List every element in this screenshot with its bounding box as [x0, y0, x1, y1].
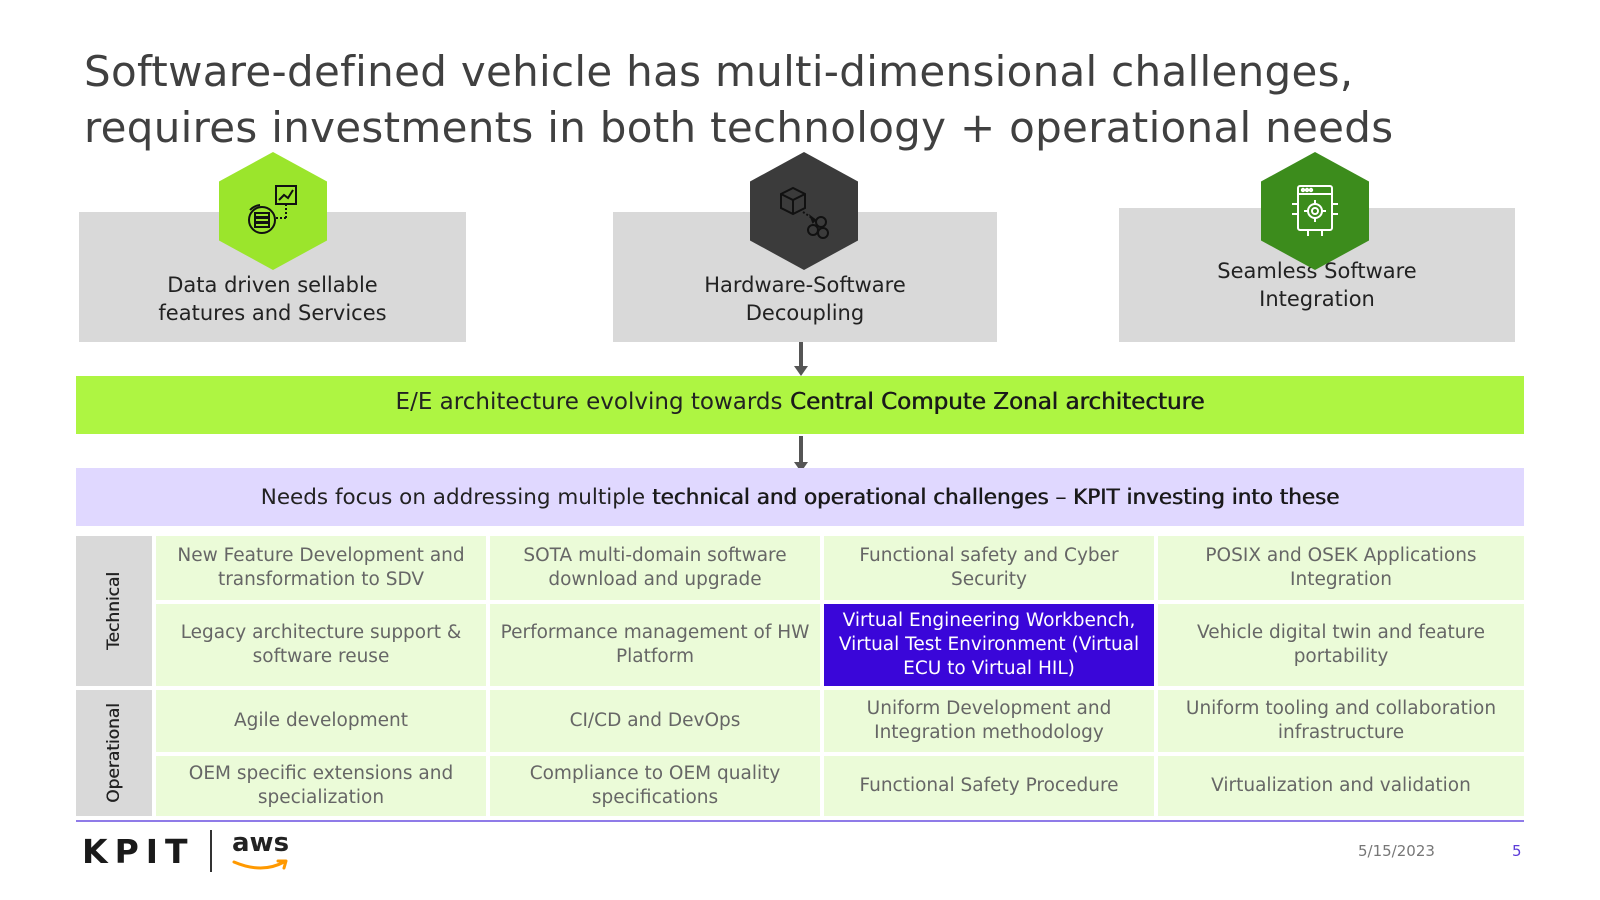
grid-cell: POSIX and OSEK Applications Integration — [1158, 536, 1524, 600]
needs-band-emphasis: technical and operational challenges – K… — [651, 485, 1340, 510]
footer-divider — [76, 820, 1524, 822]
logo-divider — [210, 830, 212, 872]
pillar-label-line-2: Integration — [1259, 287, 1375, 311]
pillar-seamless-software-integration: Seamless Software Integration — [1119, 208, 1515, 342]
slide-title-line-2: requires investments in both technology … — [84, 103, 1394, 152]
grid-cell: Virtualization and validation — [1158, 756, 1524, 816]
kpit-logo: KPIT — [82, 832, 195, 871]
pillar-label-line-1: Data driven sellable — [167, 273, 378, 297]
data-analytics-icon — [219, 152, 327, 270]
page-number: 5 — [1512, 842, 1522, 860]
software-integration-icon — [1261, 152, 1369, 270]
aws-smile-icon — [232, 859, 288, 870]
grid-cell: Functional safety and Cyber Security — [824, 536, 1154, 600]
aws-logo-text: aws — [232, 828, 290, 858]
hardware-decoupling-icon — [750, 152, 858, 270]
challenges-grid: Technical Operational New Feature Develo… — [76, 536, 1524, 816]
operational-side-label: Operational — [76, 690, 152, 816]
grid-cell: Functional Safety Procedure — [824, 756, 1154, 816]
needs-focus-band: Needs focus on addressing multiple techn… — [76, 468, 1524, 526]
needs-band-prefix: Needs focus on addressing multiple — [260, 485, 652, 510]
ee-band-prefix: E/E architecture evolving towards — [395, 389, 790, 415]
grid-cell: New Feature Development and transformati… — [156, 536, 486, 600]
grid-cell: Compliance to OEM quality specifications — [490, 756, 820, 816]
slide-title-line-1: Software-defined vehicle has multi-dimen… — [84, 47, 1354, 96]
pillar-label-line-2: features and Services — [158, 301, 387, 325]
pillar-label-line-1: Hardware-Software — [704, 273, 906, 297]
grid-cell: CI/CD and DevOps — [490, 690, 820, 752]
aws-logo: aws — [232, 828, 296, 876]
ee-band-emphasis: Central Compute Zonal architecture — [789, 389, 1205, 415]
grid-cell: Agile development — [156, 690, 486, 752]
technical-side-label: Technical — [76, 536, 152, 686]
pillar-label-line-2: Decoupling — [745, 301, 865, 325]
highlighted-grid-cell: Virtual Engineering Workbench, Virtual T… — [824, 604, 1154, 686]
slide-date: 5/15/2023 — [1358, 842, 1435, 860]
grid-cell: Legacy architecture support & software r… — [156, 604, 486, 686]
grid-cell: OEM specific extensions and specializati… — [156, 756, 486, 816]
ee-architecture-band: E/E architecture evolving towards Centra… — [76, 376, 1524, 434]
down-arrow-icon — [794, 436, 808, 472]
grid-cell: Uniform tooling and collaboration infras… — [1158, 690, 1524, 752]
slide-title: Software-defined vehicle has multi-dimen… — [84, 44, 1564, 156]
grid-cell: SOTA multi-domain software download and … — [490, 536, 820, 600]
grid-cell: Vehicle digital twin and feature portabi… — [1158, 604, 1524, 686]
grid-cell: Performance management of HW Platform — [490, 604, 820, 686]
down-arrow-icon — [794, 342, 808, 376]
grid-cell: Uniform Development and Integration meth… — [824, 690, 1154, 752]
